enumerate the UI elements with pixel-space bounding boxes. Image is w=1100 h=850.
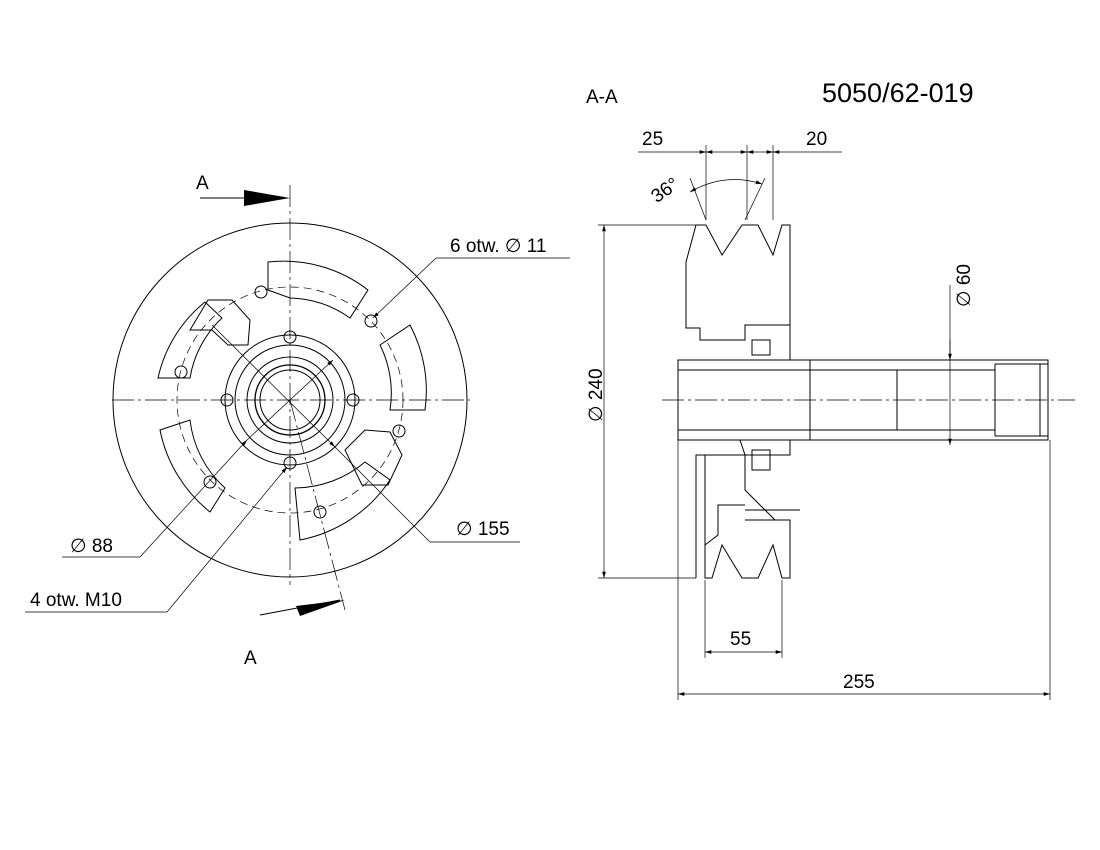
cut-mark-bottom: A [244,648,257,669]
section-label: A-A [586,87,618,108]
shaft-wall-top [677,359,811,371]
dim-255: 255 [843,672,875,693]
section-view: 25 20 36° ∅ 240 ∅ 60 55 255 [586,129,1075,700]
dim-55: 55 [730,629,751,650]
holes-label: 6 otw. ∅ 11 [450,236,546,257]
diameter-155-label: ∅ 155 [456,519,510,540]
shaft-outline [677,359,1049,441]
diameter-240-label: ∅ 240 [586,368,607,422]
pulley-upper-section [685,224,791,341]
dim-20: 20 [806,129,827,150]
drawing-number: 5050/62-019 [822,78,974,108]
pulley-lower-section [704,454,791,579]
dim-25: 25 [642,129,663,150]
diameter-88-label: ∅ 88 [70,536,113,557]
threads-label: 4 otw. M10 [30,590,122,611]
shaft-wall-bottom [677,429,811,441]
angle-36: 36° [648,174,684,208]
front-view: A A 6 otw. ∅ 11 ∅ 88 ∅ 155 4 otw. M10 [25,173,570,669]
diameter-60-label: ∅ 60 [954,264,975,307]
cut-mark-top: A [196,173,209,194]
